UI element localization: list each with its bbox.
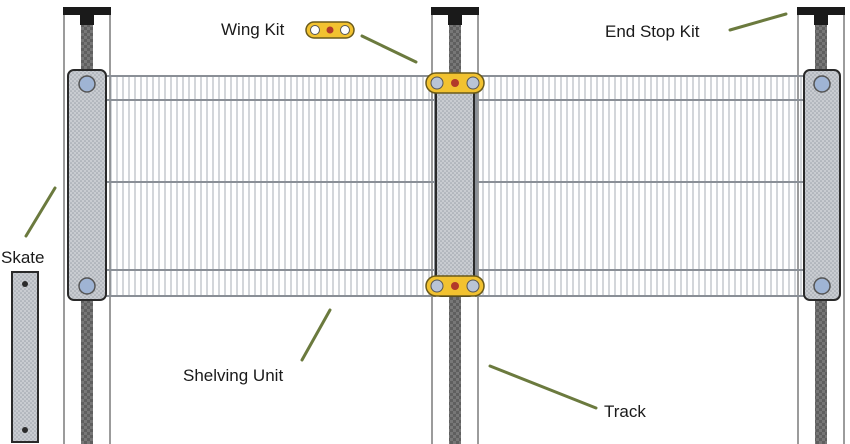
- label-wing-kit: Wing Kit: [221, 20, 285, 39]
- skate-part: [11, 271, 39, 443]
- leader-skate: [24, 186, 57, 238]
- leader-track: [488, 364, 598, 410]
- label-shelving-unit: Shelving Unit: [183, 366, 283, 385]
- end-stop-left: [67, 69, 107, 301]
- leader-end-stop-kit: [728, 12, 788, 32]
- center-post: [435, 75, 475, 297]
- post-cap-left: [63, 7, 111, 15]
- end-stop-right: [803, 69, 841, 301]
- shelving-unit-right: [475, 75, 807, 297]
- post-cap-middle: [431, 7, 479, 15]
- wing-kit-top: [425, 72, 485, 94]
- post-cap-right: [797, 7, 845, 15]
- wing-kit-bottom: [425, 275, 485, 297]
- leader-wing-kit: [360, 34, 418, 64]
- wing-kit-part: [305, 21, 355, 39]
- shelving-unit-left: [99, 75, 436, 297]
- leader-shelving-unit: [300, 308, 332, 362]
- label-skate: Skate: [1, 248, 44, 267]
- label-end-stop-kit: End Stop Kit: [605, 22, 700, 41]
- label-track: Track: [604, 402, 646, 421]
- leader-lines: [24, 12, 788, 410]
